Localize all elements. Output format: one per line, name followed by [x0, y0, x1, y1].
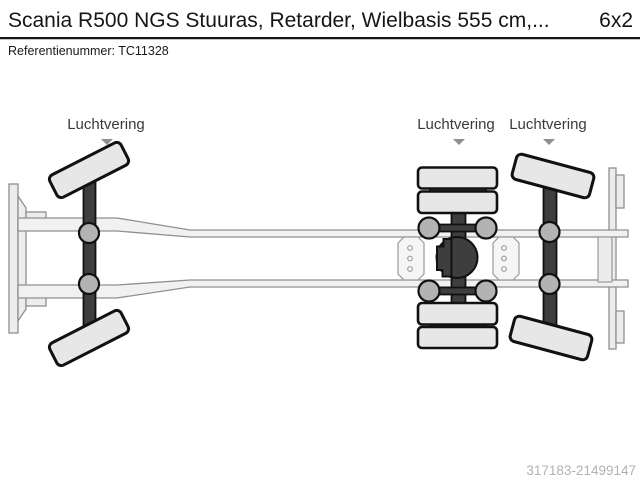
- differential: [435, 236, 479, 279]
- dual-wheels: [416, 166, 499, 350]
- arrow-down-icon: [101, 139, 113, 145]
- arrow-down-icon: [543, 139, 555, 145]
- crossmember-plates: [397, 236, 613, 283]
- air-bellows: [417, 216, 498, 303]
- page-title: Scania R500 NGS Stuuras, Retarder, Wielb…: [8, 9, 550, 32]
- header-divider: [0, 37, 640, 39]
- drive-axle: [416, 166, 499, 350]
- axle-configuration-badge: 6x2: [599, 9, 633, 32]
- front-wheels: [47, 140, 131, 368]
- suspension-label-drive: Luchtvering: [417, 116, 495, 133]
- chassis-frame-rails: [17, 217, 629, 299]
- air-bellows: [538, 220, 561, 296]
- arrow-down-icon: [453, 139, 465, 145]
- tag-steer-axle: [508, 152, 596, 362]
- front-bumper: [8, 183, 47, 334]
- front-steer-axle: [47, 140, 131, 368]
- header-divider-shadow: [0, 39, 640, 40]
- tag-wheels: [508, 152, 596, 362]
- suspension-label-tag: Luchtvering: [509, 116, 587, 133]
- suspension-label-front: Luchtvering: [67, 116, 145, 133]
- air-bellows: [77, 221, 101, 296]
- listing-id: 317183-21499147: [526, 463, 636, 478]
- reference-number: Referentienummer: TC11328: [8, 44, 169, 58]
